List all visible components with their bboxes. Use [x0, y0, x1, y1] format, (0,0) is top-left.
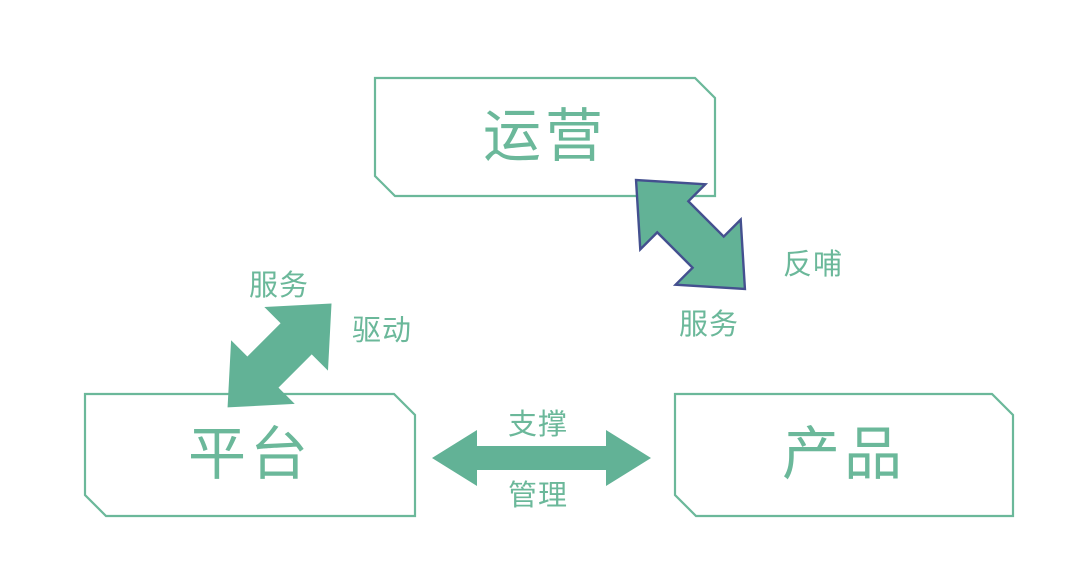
connector-platform-operation — [227, 303, 332, 408]
node-shape-operation — [373, 76, 717, 198]
edge-label-operation-product-service: 服务 — [679, 309, 740, 341]
edge-label-operation-product-feedback: 反哺 — [783, 249, 844, 281]
node-shape-platform — [83, 392, 417, 518]
edge-label-platform-product-manage: 管理 — [508, 480, 569, 512]
connector-operation-product — [634, 178, 747, 291]
edge-label-platform-operation-service: 服务 — [249, 270, 310, 302]
edge-label-platform-operation-drive: 驱动 — [352, 315, 413, 347]
node-shape-product — [673, 392, 1015, 518]
node-platform[interactable]: 平台 — [85, 394, 415, 516]
node-label-operation: 运营 — [482, 104, 607, 169]
arrow-double-diagonal-right — [634, 178, 747, 291]
arrow-double-diagonal-left — [227, 303, 332, 408]
node-label-product: 产品 — [781, 422, 906, 487]
node-operation[interactable]: 运营 — [375, 78, 715, 196]
node-label-platform: 平台 — [187, 422, 312, 487]
arrow-double-horizontal-bottom — [432, 430, 651, 486]
connector-platform-product — [432, 430, 651, 486]
node-product[interactable]: 产品 — [675, 394, 1013, 516]
edge-label-platform-product-support: 支撑 — [508, 409, 569, 441]
